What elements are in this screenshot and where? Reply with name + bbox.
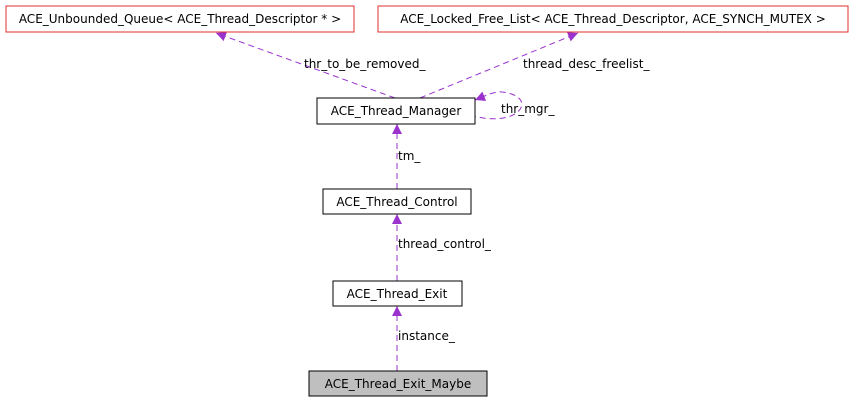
edges	[215, 31, 579, 371]
node-thread-manager[interactable]: ACE_Thread_Manager	[316, 97, 476, 125]
edge-label-thread-control: thread_control_	[398, 237, 492, 251]
edge-label-thread-desc-freelist: thread_desc_freelist_	[523, 57, 650, 71]
node-unbounded-queue[interactable]: ACE_Unbounded_Queue< ACE_Thread_Descript…	[5, 5, 355, 33]
node-thread-control[interactable]: ACE_Thread_Control	[322, 188, 472, 215]
node-label-thread-manager: ACE_Thread_Manager	[331, 104, 462, 118]
node-label-thread-control: ACE_Thread_Control	[336, 195, 457, 209]
node-thread-exit[interactable]: ACE_Thread_Exit	[332, 280, 463, 307]
node-label-locked-free-list: ACE_Locked_Free_List< ACE_Thread_Descrip…	[400, 12, 826, 26]
node-label-unbounded-queue: ACE_Unbounded_Queue< ACE_Thread_Descript…	[19, 12, 341, 26]
edge-label-thr-to-be-removed: thr_to_be_removed_	[304, 57, 426, 71]
node-locked-free-list[interactable]: ACE_Locked_Free_List< ACE_Thread_Descrip…	[377, 5, 849, 33]
edge-labels: thr_to_be_removed_ thread_desc_freelist_…	[304, 57, 650, 343]
node-label-thread-exit-maybe: ACE_Thread_Exit_Maybe	[325, 377, 471, 391]
edge-label-tm: tm_	[398, 149, 421, 163]
edge-thread-desc-freelist	[419, 32, 579, 99]
edge-label-thr-mgr: thr_mgr_	[501, 102, 555, 116]
edge-thr-to-be-removed	[215, 31, 396, 99]
edge-thr-mgr	[469, 91, 523, 120]
node-label-thread-exit: ACE_Thread_Exit	[347, 287, 448, 301]
edge-label-instance: instance_	[398, 329, 456, 343]
node-thread-exit-maybe[interactable]: ACE_Thread_Exit_Maybe	[308, 370, 488, 397]
